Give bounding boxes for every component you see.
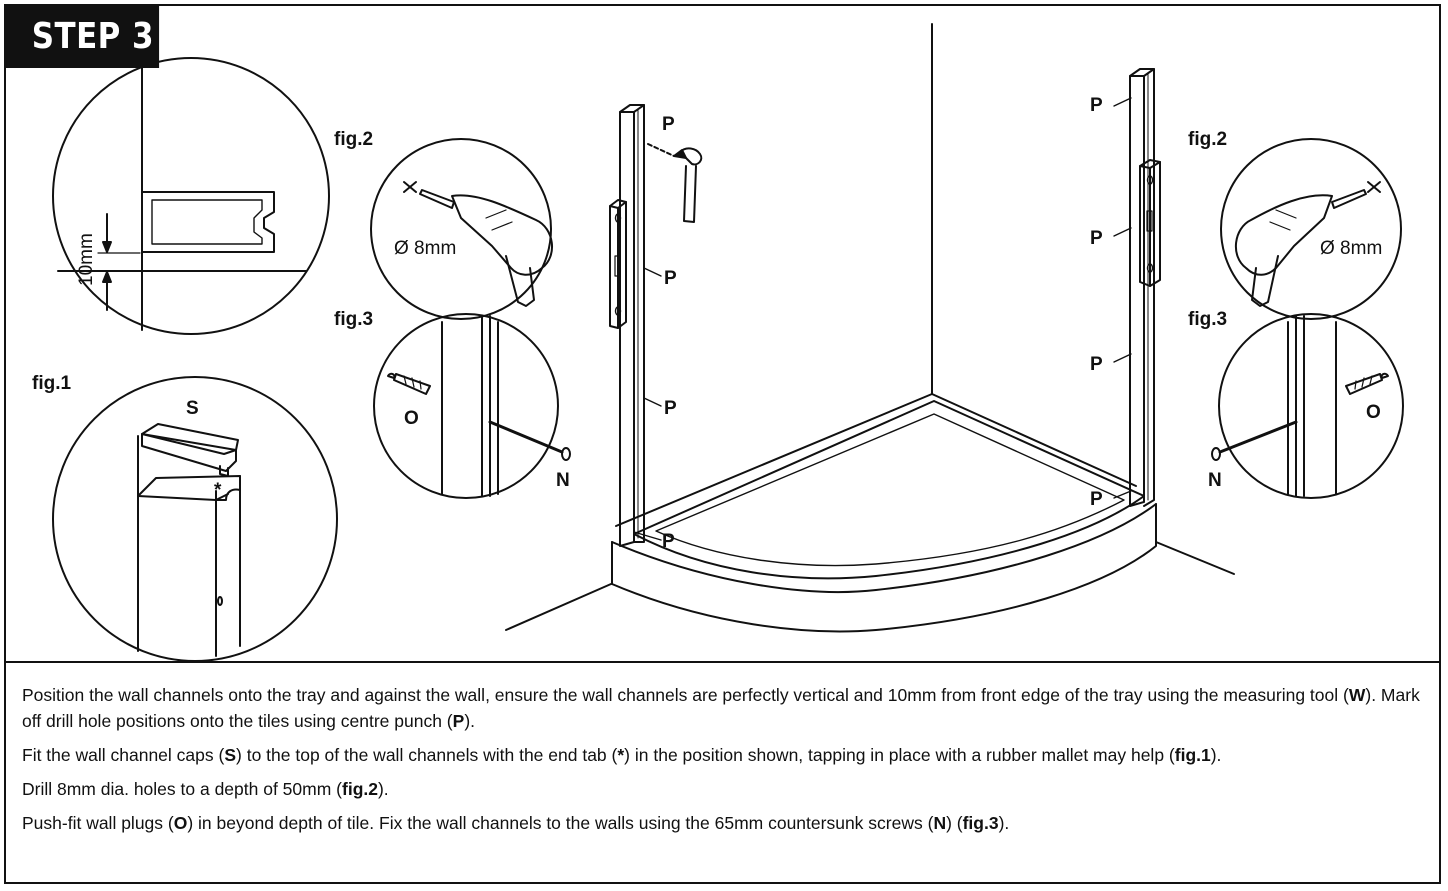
left-wall-channel bbox=[619, 104, 645, 547]
step-heading: STEP 3 bbox=[6, 6, 160, 68]
punch-mark-leaders bbox=[633, 97, 1132, 541]
instruction-text-run: ) in beyond depth of tile. Fix the wall … bbox=[187, 813, 934, 833]
instruction-key-term: S bbox=[224, 745, 237, 765]
instruction-text-run: ) ( bbox=[946, 813, 963, 833]
fig3-fixing-circle-right bbox=[1211, 313, 1404, 499]
instruction-key-term: * bbox=[617, 745, 625, 765]
punch-label-top-left: P bbox=[662, 114, 675, 135]
instruction-key-term: P bbox=[452, 711, 465, 731]
instruction-text-run: Drill 8mm dia. holes to a depth of 50mm … bbox=[22, 779, 342, 799]
punch-label-mid-left: P bbox=[664, 268, 677, 289]
detail-measure-circle bbox=[52, 57, 330, 335]
punch-label-bottom-left: P bbox=[662, 531, 675, 552]
punch-label-low-left: P bbox=[664, 398, 677, 419]
cap-label-s: S bbox=[186, 398, 199, 419]
screw-label-right: N bbox=[1208, 470, 1222, 491]
instruction-text-run: ) to the top of the wall channels with t… bbox=[236, 745, 618, 765]
instruction-key-term: fig.1 bbox=[1174, 745, 1211, 765]
end-tab-label: * bbox=[214, 480, 222, 501]
assembly-illustration: fig.2 fig.3 fig.1 fig.2 fig.3 S * 10mm Ø… bbox=[32, 23, 1404, 661]
fig2-label-right: fig.2 bbox=[1188, 129, 1227, 150]
fig3-label-left: fig.3 bbox=[334, 309, 373, 330]
instruction-paragraph: Push-fit wall plugs (O) in beyond depth … bbox=[22, 810, 1427, 836]
instruction-text-run: ) in the position shown, tapping in plac… bbox=[624, 745, 1175, 765]
section-divider bbox=[6, 661, 1439, 663]
fig2-drill-circle-left bbox=[370, 138, 554, 320]
instruction-text-run: ). bbox=[377, 779, 389, 799]
instruction-text: Position the wall channels onto the tray… bbox=[22, 682, 1427, 844]
instruction-text-run: ). bbox=[1210, 745, 1222, 765]
hammer-and-punch bbox=[647, 143, 703, 223]
instruction-paragraph: Fit the wall channel caps (S) to the top… bbox=[22, 742, 1427, 768]
fig3-fixing-circle-left bbox=[373, 313, 571, 499]
fig2-drill-circle-right bbox=[1220, 138, 1402, 320]
drill-size-right: Ø 8mm bbox=[1320, 238, 1382, 259]
punch-label-bottom-right: P bbox=[1090, 489, 1103, 510]
instruction-text-run: Push-fit wall plugs ( bbox=[22, 813, 174, 833]
instruction-paragraph: Drill 8mm dia. holes to a depth of 50mm … bbox=[22, 776, 1427, 802]
shower-tray bbox=[611, 400, 1157, 633]
left-spirit-level bbox=[609, 199, 627, 329]
screw-label-left: N bbox=[556, 470, 570, 491]
drill-size-left: Ø 8mm bbox=[394, 238, 456, 259]
punch-label-low-right: P bbox=[1090, 354, 1103, 375]
right-spirit-level bbox=[1139, 159, 1161, 287]
instruction-key-term: O bbox=[173, 813, 188, 833]
instruction-text-run: Fit the wall channel caps ( bbox=[22, 745, 225, 765]
punch-label-mid-right: P bbox=[1090, 228, 1103, 249]
right-wall-channel bbox=[1129, 68, 1155, 507]
instruction-key-term: fig.2 bbox=[342, 779, 378, 799]
fig3-label-right: fig.3 bbox=[1188, 309, 1227, 330]
punch-label-top-right: P bbox=[1090, 95, 1103, 116]
room-walls bbox=[505, 23, 1235, 631]
instruction-text-run: ). bbox=[464, 711, 476, 731]
instruction-key-term: fig.3 bbox=[962, 813, 999, 833]
instruction-text-run: Position the wall channels onto the tray… bbox=[22, 685, 1349, 705]
instruction-key-term: W bbox=[1348, 685, 1366, 705]
fig2-label-left: fig.2 bbox=[334, 129, 373, 150]
measure-label: 10mm bbox=[76, 233, 97, 286]
fig1-cap-circle bbox=[52, 376, 338, 661]
fig1-label: fig.1 bbox=[32, 373, 71, 394]
instruction-key-term: N bbox=[933, 813, 947, 833]
plug-label-right: O bbox=[1366, 402, 1381, 423]
instruction-text-run: ). bbox=[998, 813, 1010, 833]
instruction-panel: fig.2 fig.3 fig.1 fig.2 fig.3 S * 10mm Ø… bbox=[4, 4, 1441, 884]
plug-label-left: O bbox=[404, 408, 419, 429]
instruction-text-run: ). Mark off drill hole positions onto th… bbox=[22, 685, 1420, 731]
instruction-paragraph: Position the wall channels onto the tray… bbox=[22, 682, 1427, 734]
